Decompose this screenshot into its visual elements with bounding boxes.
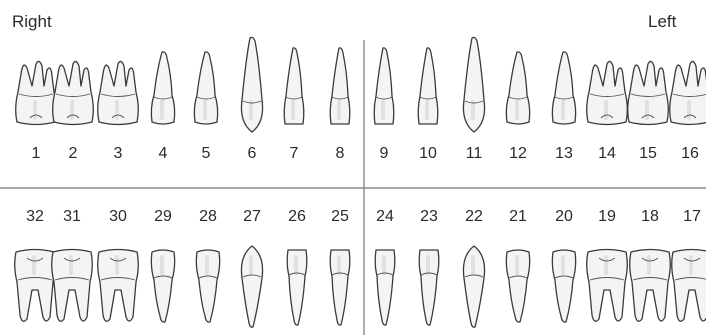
tooth-30: 30 xyxy=(98,208,139,321)
tooth-shading xyxy=(205,255,209,275)
tooth-number: 26 xyxy=(288,208,306,225)
tooth-number: 8 xyxy=(336,145,345,162)
tooth-27: 27 xyxy=(241,208,262,327)
tooth-number: 24 xyxy=(376,208,394,225)
tooth-22: 22 xyxy=(463,208,484,327)
tooth-shading xyxy=(515,100,519,120)
tooth-19: 19 xyxy=(587,208,628,321)
tooth-5: 5 xyxy=(194,52,217,162)
tooth-shading xyxy=(381,100,385,120)
tooth-16: 16 xyxy=(670,61,706,162)
tooth-2: 2 xyxy=(53,61,94,162)
tooth-15: 15 xyxy=(628,61,669,162)
tooth-shading xyxy=(647,255,651,275)
tooth-1: 1 xyxy=(16,61,57,162)
tooth-13: 13 xyxy=(552,52,575,162)
tooth-number: 21 xyxy=(509,208,527,225)
tooth-3: 3 xyxy=(98,61,139,162)
tooth-shading xyxy=(687,100,691,120)
tooth-9: 9 xyxy=(374,48,394,162)
tooth-12: 12 xyxy=(506,52,529,162)
tooth-shading xyxy=(337,100,341,120)
tooth-shading xyxy=(70,100,74,120)
tooth-shading xyxy=(160,255,164,275)
tooth-number: 3 xyxy=(114,145,123,162)
tooth-number: 7 xyxy=(290,145,299,162)
tooth-26: 26 xyxy=(287,208,307,325)
tooth-number: 29 xyxy=(154,208,172,225)
tooth-shading xyxy=(426,255,430,275)
tooth-number: 15 xyxy=(639,145,657,162)
tooth-14: 14 xyxy=(587,61,628,162)
tooth-number: 23 xyxy=(420,208,438,225)
tooth-number: 18 xyxy=(641,208,659,225)
tooth-29: 29 xyxy=(151,208,174,322)
tooth-number: 6 xyxy=(248,145,257,162)
tooth-shading xyxy=(645,100,649,120)
tooth-number: 31 xyxy=(63,208,81,225)
tooth-number: 20 xyxy=(555,208,573,225)
tooth-number: 10 xyxy=(419,145,437,162)
tooth-number: 17 xyxy=(683,208,701,225)
tooth-number: 9 xyxy=(380,145,389,162)
tooth-shading xyxy=(69,255,73,275)
tooth-shading xyxy=(203,100,207,120)
tooth-10: 10 xyxy=(418,48,438,162)
tooth-28: 28 xyxy=(196,208,219,322)
tooth-number: 5 xyxy=(202,145,211,162)
tooth-number: 16 xyxy=(681,145,699,162)
tooth-23: 23 xyxy=(419,208,439,325)
tooth-number: 28 xyxy=(199,208,217,225)
tooth-number: 4 xyxy=(159,145,168,162)
tooth-shading xyxy=(515,255,519,275)
tooth-shading xyxy=(561,255,565,275)
tooth-number: 14 xyxy=(598,145,616,162)
tooth-number: 27 xyxy=(243,208,261,225)
tooth-21: 21 xyxy=(506,208,529,322)
tooth-shading xyxy=(561,100,565,120)
tooth-31: 31 xyxy=(52,208,93,321)
tooth-shading xyxy=(425,100,429,120)
tooth-shading xyxy=(160,100,164,120)
tooth-shading xyxy=(33,100,37,120)
tooth-shading xyxy=(604,255,608,275)
tooth-shading xyxy=(382,255,386,275)
lower-teeth-row: 32 31 30 29 28 27 26 25 24 23 22 21 20 19 18 17 xyxy=(15,208,706,327)
tooth-shading xyxy=(291,100,295,120)
tooth-number: 19 xyxy=(598,208,616,225)
tooth-17: 17 xyxy=(672,208,706,321)
tooth-number: 12 xyxy=(509,145,527,162)
tooth-7: 7 xyxy=(284,48,304,162)
tooth-number: 25 xyxy=(331,208,349,225)
tooth-24: 24 xyxy=(375,208,395,325)
tooth-shading xyxy=(604,100,608,120)
tooth-number: 32 xyxy=(26,208,44,225)
tooth-32: 32 xyxy=(15,208,56,321)
tooth-20: 20 xyxy=(552,208,575,322)
tooth-number: 1 xyxy=(32,145,41,162)
tooth-25: 25 xyxy=(330,208,350,325)
tooth-6: 6 xyxy=(241,37,262,162)
tooth-number: 22 xyxy=(465,208,483,225)
tooth-number: 2 xyxy=(69,145,78,162)
tooth-shading xyxy=(337,255,341,275)
tooth-18: 18 xyxy=(630,208,671,321)
tooth-shading xyxy=(115,100,119,120)
tooth-shading xyxy=(115,255,119,275)
tooth-number: 13 xyxy=(555,145,573,162)
tooth-shading xyxy=(294,255,298,275)
tooth-shading xyxy=(249,255,253,275)
tooth-4: 4 xyxy=(151,52,174,162)
tooth-shading xyxy=(689,255,693,275)
tooth-8: 8 xyxy=(330,48,350,162)
tooth-11: 11 xyxy=(463,37,484,162)
tooth-number: 11 xyxy=(466,145,483,162)
tooth-number: 30 xyxy=(109,208,127,225)
tooth-shading xyxy=(471,255,475,275)
tooth-shading xyxy=(32,255,36,275)
